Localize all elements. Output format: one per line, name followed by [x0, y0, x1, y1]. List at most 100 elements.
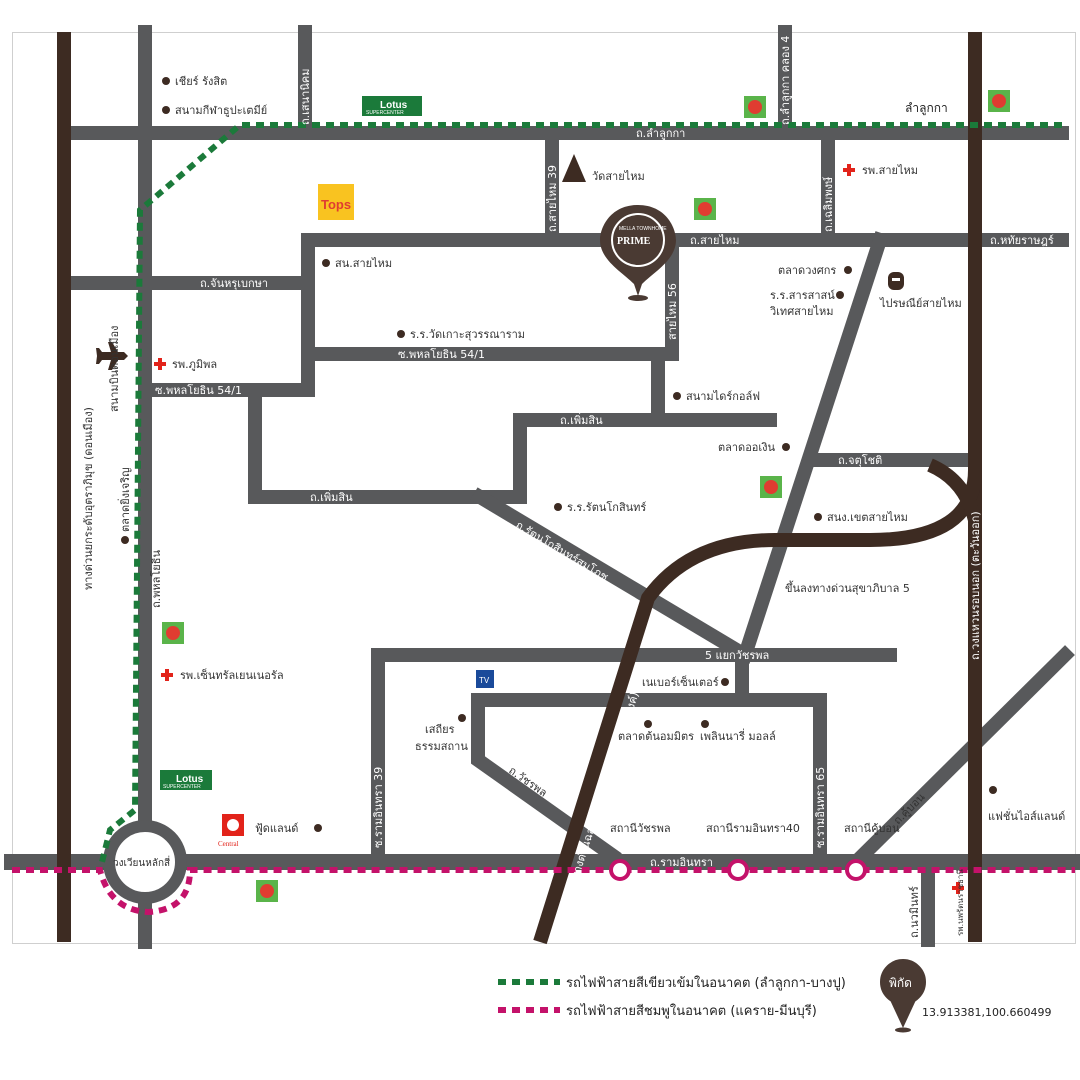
poi-school-watko[interactable]: ร.ร.วัดเกาะสุวรรณาราม [410, 328, 525, 341]
laksi-circle [103, 820, 187, 904]
poi-st-watcharaphon[interactable]: สถานีวัชรพล [610, 822, 671, 835]
project-logo-top: MELLA TOWNHOME [619, 226, 667, 232]
label-saimai39: ถ.สายไหม 39 [546, 165, 559, 232]
big-c-logo[interactable] [744, 96, 766, 118]
road-phahon54-1 [138, 347, 315, 397]
label-chanhom: ถ.จันหรุเบกษา [200, 277, 268, 290]
green-rail-line [97, 122, 1062, 871]
poi-talad-yingcharoen[interactable]: ตลาดยิ่งเจริญ [117, 467, 132, 532]
poi-layer: เชียร์ รังสิต สนามกีฬาธูปะเตมีย์ วัดสายไ… [96, 75, 1065, 936]
legend-pink-line: รถไฟฟ้าสายสีชมพูในอนาคต (แคราย-มีนบุรี) [566, 1003, 817, 1019]
road-network [4, 25, 1080, 949]
coords-pin-icon: พิกัด [878, 957, 928, 1033]
legend: รถไฟฟ้าสายสีเขียวเข้มในอนาคต (ลำลูกกา-บา… [498, 957, 1051, 1033]
poi-foodland[interactable]: ฟู้ดแลนด์ [255, 822, 298, 835]
poi-snk-khet-saimai[interactable]: สนง.เขตสายไหม [827, 511, 908, 524]
label-hathairat: ถ.หทัยราษฎร์ [990, 234, 1054, 247]
central-logo[interactable]: Central [218, 814, 244, 848]
tops-logo[interactable]: Tops [318, 184, 354, 220]
coords-title: พิกัด [889, 976, 912, 990]
svg-text:Lotus: Lotus [380, 100, 408, 111]
poi-school-rattanakosin[interactable]: ร.ร.รัตนโกสินทร์ [567, 500, 646, 514]
coords-value[interactable]: 13.913381,100.660499 [922, 1006, 1051, 1019]
poi-thupatemi[interactable]: สนามกีฬาธูปะเตมีย์ [175, 104, 267, 117]
label-ramintra: ถ.รามอินทรา [650, 856, 713, 869]
station-khubon[interactable] [845, 859, 867, 881]
poi-talad-tonmit[interactable]: ตลาดต้นอมมิตร [618, 730, 694, 743]
label-jatuchot: ถ.จตุโชติ [838, 453, 882, 467]
poi-talad-duangsakorn[interactable]: ตลาดวงศกร [778, 264, 836, 277]
big-c-logo[interactable] [694, 198, 716, 220]
pink-line-stations [609, 859, 867, 881]
poi-driving-range[interactable]: สนามไดร์กอล์ฟ [686, 390, 760, 403]
label-expressway-exit: ขึ้นลงทางด่วนสุขาภิบาล 5 [785, 580, 910, 595]
pink-rail-line [12, 867, 1075, 916]
label-soi-chalerm: ถ.เฉลิมพงษ์ [822, 176, 835, 232]
brand-layer: Lotus SUPERCENTER Lotus SUPERCENTER Tops… [160, 90, 1010, 902]
svg-text:Central: Central [218, 840, 239, 848]
lotus-logo[interactable]: Lotus SUPERCENTER [362, 96, 422, 116]
poi-rp-central-general[interactable]: รพ.เซ็นทรัลเยนเนอรัล [180, 668, 284, 682]
road-ramintra39-block [371, 648, 897, 862]
label-soi-senanikom: ถ.เสนานิคม [299, 69, 312, 125]
poi-talad-orngern[interactable]: ตลาดออเงิน [718, 441, 776, 454]
hospital-icon [161, 669, 173, 681]
poi-airport[interactable]: สนามบินดอนเมือง [108, 326, 121, 412]
label-ratthanakosin: ถ.รัตนโกสินทร์สมโภช [513, 518, 610, 584]
poi-rp-bhumibol[interactable]: รพ.ภูมิพล [172, 358, 217, 371]
map-frame [12, 32, 1076, 944]
poi-st-khubon[interactable]: สถานีคู้บอน [844, 822, 900, 835]
svg-text:SUPERCENTER: SUPERCENTER [163, 784, 201, 790]
lotus-logo[interactable]: Lotus SUPERCENTER [160, 770, 212, 790]
station-ramintra40[interactable] [727, 859, 749, 881]
poi-rp-saimai[interactable]: รพ.สายไหม [862, 164, 918, 177]
label-phermsin-a: ถ.เพิ่มสิน [560, 412, 603, 427]
label-phahon54-1-b: ซ.พหลโยธิน 54/1 [155, 383, 242, 397]
poi-sn-saimai[interactable]: สน.สายไหม [335, 257, 392, 270]
poi-school-sarasas-2[interactable]: วิเทศสายไหม [769, 305, 833, 318]
big-c-logo[interactable] [256, 880, 278, 902]
road-saimai-diag [736, 231, 889, 664]
project-logo-main: PRIME [617, 236, 651, 247]
major-roads [57, 32, 982, 945]
project-location-pin[interactable]: MELLA TOWNHOME PRIME [600, 205, 676, 301]
road-khubon [848, 645, 1075, 870]
big-c-logo[interactable] [162, 622, 184, 644]
poi-sathian-1[interactable]: เสถียร [425, 723, 455, 736]
label-intersection: 5 แยกวัชรพล [705, 649, 769, 662]
poi-rp-noppharat[interactable]: รพ.นพรัตนราชธานี [956, 869, 965, 936]
label-soi-lamlukka4: ถ.ลำลูกกา คลอง 4 [779, 36, 792, 125]
poi-sathian-2[interactable]: ธรรมสถาน [415, 740, 468, 753]
svg-text:TV: TV [479, 676, 490, 685]
label-phahonyothin: ถ.พหลโยธิน [149, 550, 163, 608]
poi-school-sarasas-1[interactable]: ร.ร.สารสาสน์ [770, 289, 835, 302]
label-ramintra65: ซ.รามอินทรา 65 [814, 767, 827, 848]
label-lamlukka: ถ.ลำลูกกา [636, 127, 685, 140]
label-laksi-circle: วงเวียนหลักสี่ [113, 855, 170, 869]
label-nawamin: ถ.นวมินทร์ [908, 886, 921, 938]
poi-plearnary[interactable]: เพลินนารี่ มอลล์ [700, 728, 776, 743]
big-c-logo[interactable] [988, 90, 1010, 112]
hospital-icon [154, 358, 166, 370]
label-expressway-west: ทางด่วนยกระดับอุตราภิมุข (ดอนเมือง) [82, 407, 95, 590]
poi-wat-saimai[interactable]: วัดสายไหม [592, 170, 645, 183]
poi-post-saimai[interactable]: ไปรษณีย์สายไหม [879, 297, 962, 310]
poi-fashion-island[interactable]: แฟชั่นไอส์แลนด์ [988, 808, 1065, 823]
label-phahon54-1-a: ซ.พหลโยธิน 54/1 [398, 347, 485, 361]
poi-nava-center[interactable]: เนเบอร์เซ็นเตอร์ [642, 675, 719, 689]
poi-cheer-rangsit[interactable]: เชียร์ รังสิต [175, 75, 227, 88]
tv-logo[interactable]: TV [476, 670, 494, 688]
label-outer-ring: ถ.วงแหวนรอบนอก (ตะวันออก) [969, 511, 982, 660]
label-ramintra39: ซ.รามอินทรา 39 [372, 767, 385, 848]
svg-text:SUPERCENTER: SUPERCENTER [366, 110, 404, 116]
label-lamlukka-east: ลำลูกกา [905, 101, 948, 116]
hospital-icon [843, 164, 855, 176]
station-watcharaphon[interactable] [609, 859, 631, 881]
big-c-logo[interactable] [760, 476, 782, 498]
label-vibhavadi: ถ.วิภาวดีรังสิต [38, 492, 51, 560]
road-expressway-chalongrat [533, 469, 982, 945]
hospital-icon [952, 882, 964, 894]
poi-st-ramintra40[interactable]: สถานีรามอินทรา40 [706, 822, 800, 835]
svg-text:Lotus: Lotus [176, 774, 204, 785]
